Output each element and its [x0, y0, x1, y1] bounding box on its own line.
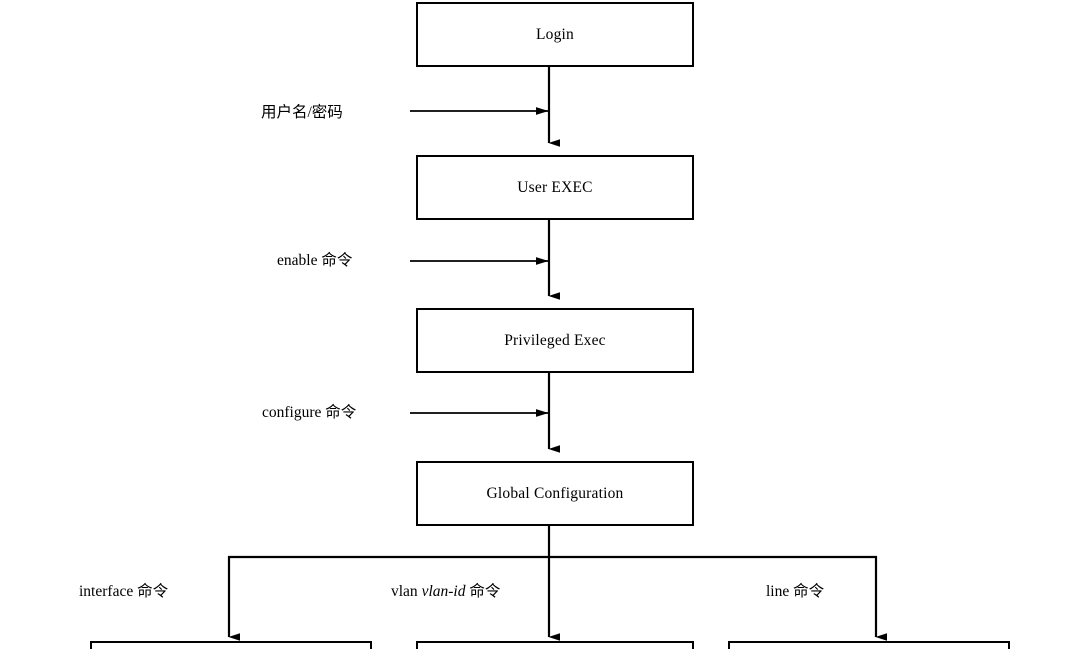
- edge-label-configure-command-pre: configure: [262, 404, 326, 421]
- node-privileged-exec-label: Privileged Exec: [504, 331, 606, 349]
- edge-label-username-password-text: 用户名/密码: [261, 104, 343, 121]
- node-vlan-configuration[interactable]: [416, 641, 694, 649]
- node-login-label: Login: [535, 25, 575, 43]
- node-privileged-exec[interactable]: Privileged Exec: [416, 308, 694, 373]
- edge-label-vlan-command-parameter: vlan-id: [421, 583, 466, 600]
- edge-label-interface-command-post: 命令: [137, 583, 169, 600]
- edge-label-enable-command-pre: enable: [277, 252, 322, 269]
- edge-label-configure-command: configure 命令: [262, 405, 356, 421]
- node-interface-configuration[interactable]: [90, 641, 372, 649]
- edge-label-username-password: 用户名/密码: [261, 105, 343, 121]
- edge-label-enable-command: enable 命令: [277, 253, 352, 269]
- node-global-configuration-label: Global Configuration: [486, 484, 624, 502]
- node-line-configuration[interactable]: [728, 641, 1010, 649]
- edge-label-vlan-command: vlan vlan-id 命令: [391, 584, 500, 600]
- edge-label-enable-command-post: 命令: [321, 252, 353, 269]
- edge-label-configure-command-post: 命令: [325, 404, 357, 421]
- edge-label-line-command: line 命令: [766, 584, 824, 600]
- edge-label-line-command-post: 命令: [793, 583, 825, 600]
- node-user-exec[interactable]: User EXEC: [416, 155, 694, 220]
- node-login[interactable]: Login: [416, 2, 694, 67]
- edge-label-interface-command: interface 命令: [79, 584, 168, 600]
- edge-label-vlan-command-pre: vlan: [391, 583, 422, 600]
- edge-label-vlan-command-post: 命令: [465, 583, 501, 600]
- edge-label-interface-command-pre: interface: [79, 583, 138, 600]
- node-global-configuration[interactable]: Global Configuration: [416, 461, 694, 526]
- node-user-exec-label: User EXEC: [517, 178, 593, 196]
- edge-label-line-command-pre: line: [766, 583, 794, 600]
